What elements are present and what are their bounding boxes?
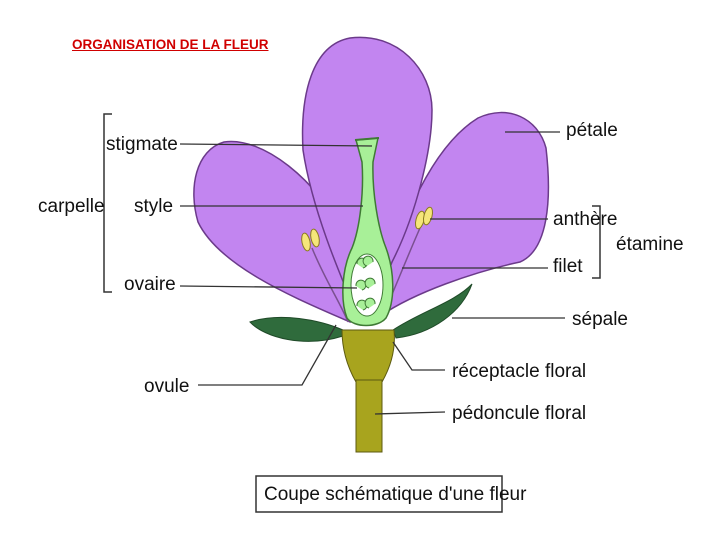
label-filet: filet [553, 256, 583, 277]
anther-left [301, 228, 320, 252]
leader-stigmate [179, 143, 373, 147]
label-pedoncule: pédoncule floral [452, 403, 586, 424]
filament-left [311, 247, 349, 323]
label-petale: pétale [566, 120, 618, 141]
sepal-right [392, 283, 473, 339]
receptacle [341, 329, 395, 383]
leader-receptacle [392, 341, 445, 371]
sepal-left [249, 316, 344, 342]
label-ovaire: ovaire [124, 274, 176, 295]
label-etamine: étamine [616, 234, 684, 255]
anther-right [414, 206, 434, 230]
etamine-bracket [592, 205, 601, 279]
leader-ovule [198, 324, 337, 386]
ovules [355, 255, 376, 311]
leader-ovaire [179, 285, 358, 289]
label-carpelle: carpelle [38, 196, 105, 217]
page-title: ORGANISATION DE LA FLEUR [72, 37, 269, 52]
stigma [354, 137, 380, 141]
peduncle [355, 379, 383, 453]
label-stigmate: stigmate [106, 134, 178, 155]
carpelle-bracket [103, 113, 112, 293]
label-ovule: ovule [144, 376, 189, 397]
caption-box [255, 475, 503, 513]
caption-text: Coupe schématique d'une fleur [264, 484, 527, 505]
leader-pedoncule [374, 411, 446, 415]
label-sepale: sépale [572, 309, 628, 330]
label-style: style [134, 196, 173, 217]
label-receptacle: réceptacle floral [452, 361, 586, 382]
label-anthere: anthère [553, 209, 617, 230]
